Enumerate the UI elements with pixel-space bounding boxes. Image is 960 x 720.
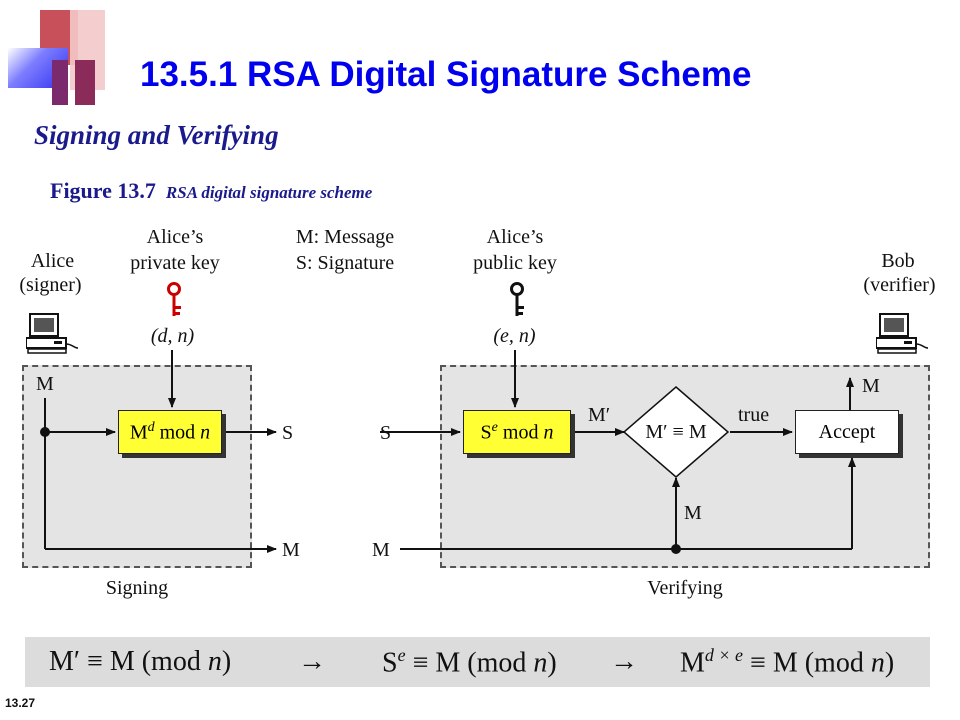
compare-label: M′ ≡ M xyxy=(645,421,707,443)
page-title: 13.5.1 RSA Digital Signature Scheme xyxy=(140,55,752,94)
decor-square-purple xyxy=(52,60,68,105)
alice-name: Alice xyxy=(30,250,75,272)
private-key-value: (d, n) xyxy=(150,325,195,347)
m-prime-label: M′ xyxy=(588,404,611,426)
sign-function-label: Md mod n xyxy=(129,419,211,444)
formula-part3: Md × e ≡ M (mod n) xyxy=(680,644,895,679)
signing-output-m: M xyxy=(282,539,300,561)
accept-box: Accept xyxy=(795,410,899,454)
signing-panel-label: Signing xyxy=(105,577,169,599)
bob-computer-icon xyxy=(876,313,928,354)
signing-input-m: M xyxy=(36,373,54,395)
decor-square-dark xyxy=(75,60,95,105)
verify-function-label: Se mod n xyxy=(480,419,554,444)
figure-number: Figure 13.7 xyxy=(50,178,156,203)
verifying-input-s: S xyxy=(380,422,392,444)
true-label: true xyxy=(738,404,770,426)
compare-diamond xyxy=(622,386,730,478)
public-key-value: (e, n) xyxy=(493,325,536,347)
public-key-line2: public key xyxy=(473,252,557,274)
private-key-line1: Alice’s xyxy=(146,226,204,248)
private-key-line2: private key xyxy=(130,252,220,274)
signing-output-s: S xyxy=(282,422,294,444)
verifying-input-m: M xyxy=(372,539,390,561)
verify-function-box: Se mod n xyxy=(463,410,571,454)
formula-arrow2: → xyxy=(610,646,638,677)
sign-function-box: Md mod n xyxy=(118,410,222,454)
verifying-output-m: M xyxy=(862,375,880,397)
bob-name: Bob xyxy=(881,250,915,272)
bob-role: (verifier) xyxy=(863,274,936,296)
formula-part1: M′ ≡ M (mod n) xyxy=(49,646,232,677)
formula-bar: M′ ≡ M (mod n) → Se ≡ M (mod n) → Md × e… xyxy=(25,637,930,687)
formula-part2: Se ≡ M (mod n) xyxy=(382,644,557,679)
verifying-panel-label: Verifying xyxy=(647,577,723,599)
slide-number: 13.27 xyxy=(5,696,36,710)
public-key-line1: Alice’s xyxy=(486,226,544,248)
legend-signature: S: Signature xyxy=(295,252,395,274)
private-key-icon xyxy=(167,282,181,316)
section-subtitle: Signing and Verifying xyxy=(34,120,279,150)
figure-caption: Figure 13.7 RSA digital signature scheme xyxy=(50,178,372,204)
accept-label: Accept xyxy=(818,420,876,443)
legend-message: M: Message xyxy=(295,226,395,248)
signing-panel xyxy=(22,365,252,568)
public-key-icon xyxy=(510,282,524,316)
formula-arrow1: → xyxy=(298,646,326,677)
verifying-m-up: M xyxy=(684,502,702,524)
alice-computer-icon xyxy=(26,313,78,354)
figure-caption-text: RSA digital signature scheme xyxy=(165,183,373,202)
alice-role: (signer) xyxy=(19,274,82,296)
